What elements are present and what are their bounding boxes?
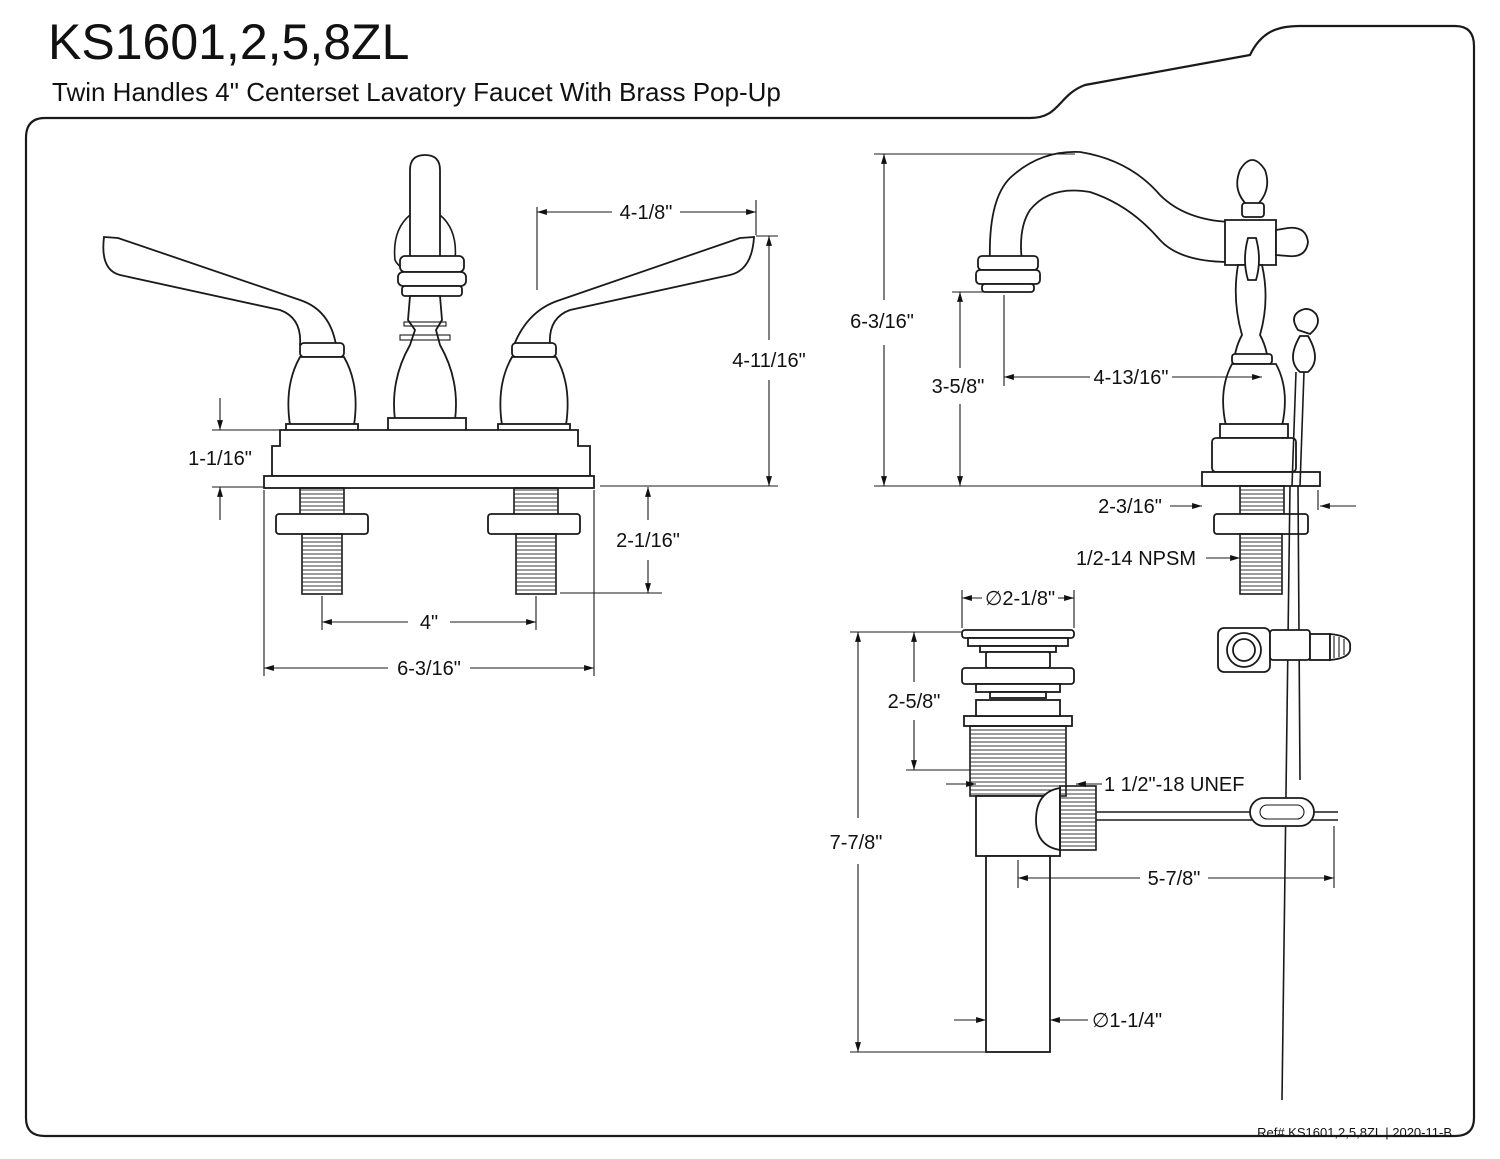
front-center-spacing-label: 4": [420, 612, 438, 634]
front-shank-length-label: 2-1/16": [616, 530, 680, 552]
side-spout-reach-label: 4-13/16": [1094, 367, 1169, 389]
drain-flange-diameter-label: ∅2-1/8": [985, 588, 1055, 610]
front-base-height-label: 1-1/16": [188, 448, 252, 470]
drain-tailpiece-diameter-label: ∅1-1/4": [1092, 1010, 1162, 1032]
product-description: Twin Handles 4" Centerset Lavatory Fauce…: [52, 77, 781, 107]
model-title: KS1601,2,5,8ZL: [48, 14, 410, 70]
drawing-reference: Ref# KS1601,2,5,8ZL | 2020-11-B: [1257, 1125, 1452, 1140]
drain-body-height-label: 2-5/8": [888, 691, 941, 713]
drain-pivot-thread-label: 1 1/2"-18 UNEF: [1104, 774, 1245, 796]
drain-overall-length-label: 7-7/8": [830, 832, 883, 854]
side-overall-height-label: 6-3/16": [850, 311, 914, 333]
side-view: [874, 151, 1356, 1101]
side-base-depth-label: 2-3/16": [1098, 496, 1162, 518]
drain-rod-length-label: 5-7/8": [1148, 868, 1201, 890]
front-spout-to-handle-label: 4-1/8": [620, 202, 673, 224]
drain-view: [850, 590, 1338, 1053]
front-view: [102, 154, 778, 676]
front-base-width-label: 6-3/16": [397, 658, 461, 680]
side-spout-clearance-label: 3-5/8": [932, 376, 985, 398]
front-overall-height-label: 4-11/16": [732, 350, 805, 372]
sheet-border: [24, 24, 1476, 1138]
side-supply-thread-label: 1/2-14 NPSM: [1076, 548, 1196, 570]
